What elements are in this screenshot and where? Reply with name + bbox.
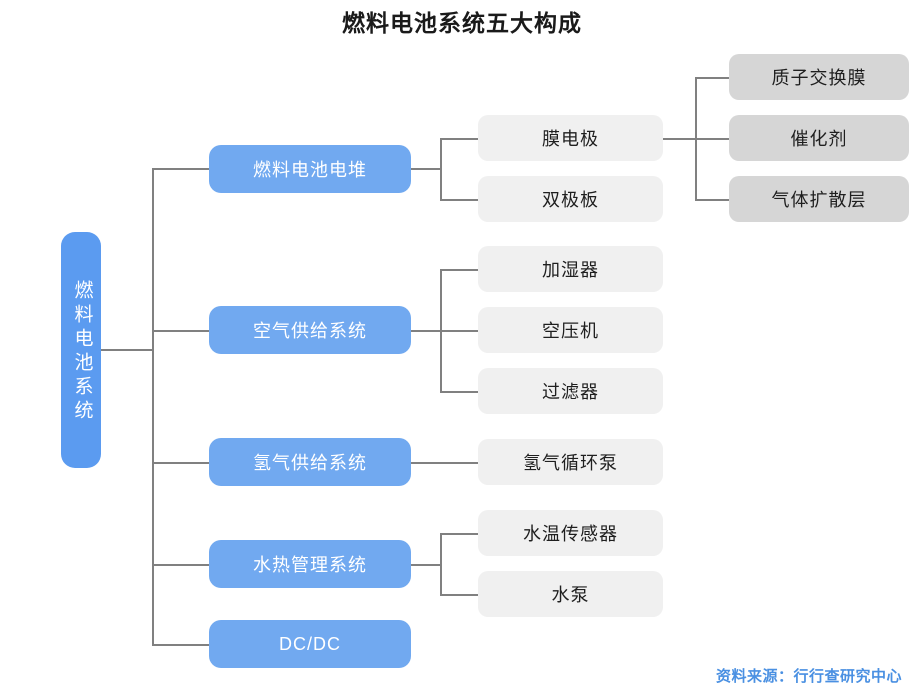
- node-catalyst[interactable]: 催化剂: [729, 115, 909, 161]
- node-membrane-electrode-assembly[interactable]: 膜电极: [478, 115, 663, 161]
- connector-to-h2pump: [410, 462, 478, 464]
- connector-to-filter: [440, 391, 478, 393]
- node-air-compressor[interactable]: 空压机: [478, 307, 663, 353]
- node-air-filter[interactable]: 过滤器: [478, 368, 663, 414]
- node-hydrogen-supply-system[interactable]: 氢气供给系统: [209, 438, 411, 486]
- connector-to-branch-4: [152, 644, 209, 646]
- connector-to-branch-2: [152, 462, 209, 464]
- node-dcdc[interactable]: DC/DC: [209, 620, 411, 668]
- connector-to-branch-1: [152, 330, 209, 332]
- connector-to-humidifier: [440, 269, 478, 271]
- connector-root-stub: [101, 349, 154, 351]
- connector-to-watertemp: [440, 533, 478, 535]
- connector-to-branch-3: [152, 564, 209, 566]
- connector-to-pem: [695, 77, 729, 79]
- node-hydrogen-circulation-pump[interactable]: 氢气循环泵: [478, 439, 663, 485]
- connector-to-compressor: [440, 330, 478, 332]
- page-title: 燃料电池系统五大构成: [342, 10, 582, 36]
- node-root-fuel-cell-system[interactable]: 燃料电池系统: [61, 232, 101, 468]
- connector-to-branch-0: [152, 168, 209, 170]
- node-gas-diffusion-layer[interactable]: 气体扩散层: [729, 176, 909, 222]
- node-bipolar-plate[interactable]: 双极板: [478, 176, 663, 222]
- node-water-thermal-management-system[interactable]: 水热管理系统: [209, 540, 411, 588]
- connector-root-trunk: [152, 168, 154, 646]
- node-water-temperature-sensor[interactable]: 水温传感器: [478, 510, 663, 556]
- node-air-supply-system[interactable]: 空气供给系统: [209, 306, 411, 354]
- node-proton-exchange-membrane[interactable]: 质子交换膜: [729, 54, 909, 100]
- connector-to-catalyst: [695, 138, 729, 140]
- node-water-pump[interactable]: 水泵: [478, 571, 663, 617]
- connector-mea-stub: [663, 138, 697, 140]
- connector-thermal-trunk: [440, 533, 442, 595]
- node-fuel-cell-stack[interactable]: 燃料电池电堆: [209, 145, 411, 193]
- connector-stack-trunk: [440, 138, 442, 200]
- connector-to-mea: [440, 138, 478, 140]
- node-humidifier[interactable]: 加湿器: [478, 246, 663, 292]
- connector-to-bipolar: [440, 199, 478, 201]
- connector-stack-stub: [410, 168, 442, 170]
- source-note: 资料来源：行行查研究中心: [715, 668, 902, 685]
- connector-to-gdl: [695, 199, 729, 201]
- connector-air-stub: [410, 330, 442, 332]
- connector-to-waterpump: [440, 594, 478, 596]
- connector-thermal-stub: [410, 564, 442, 566]
